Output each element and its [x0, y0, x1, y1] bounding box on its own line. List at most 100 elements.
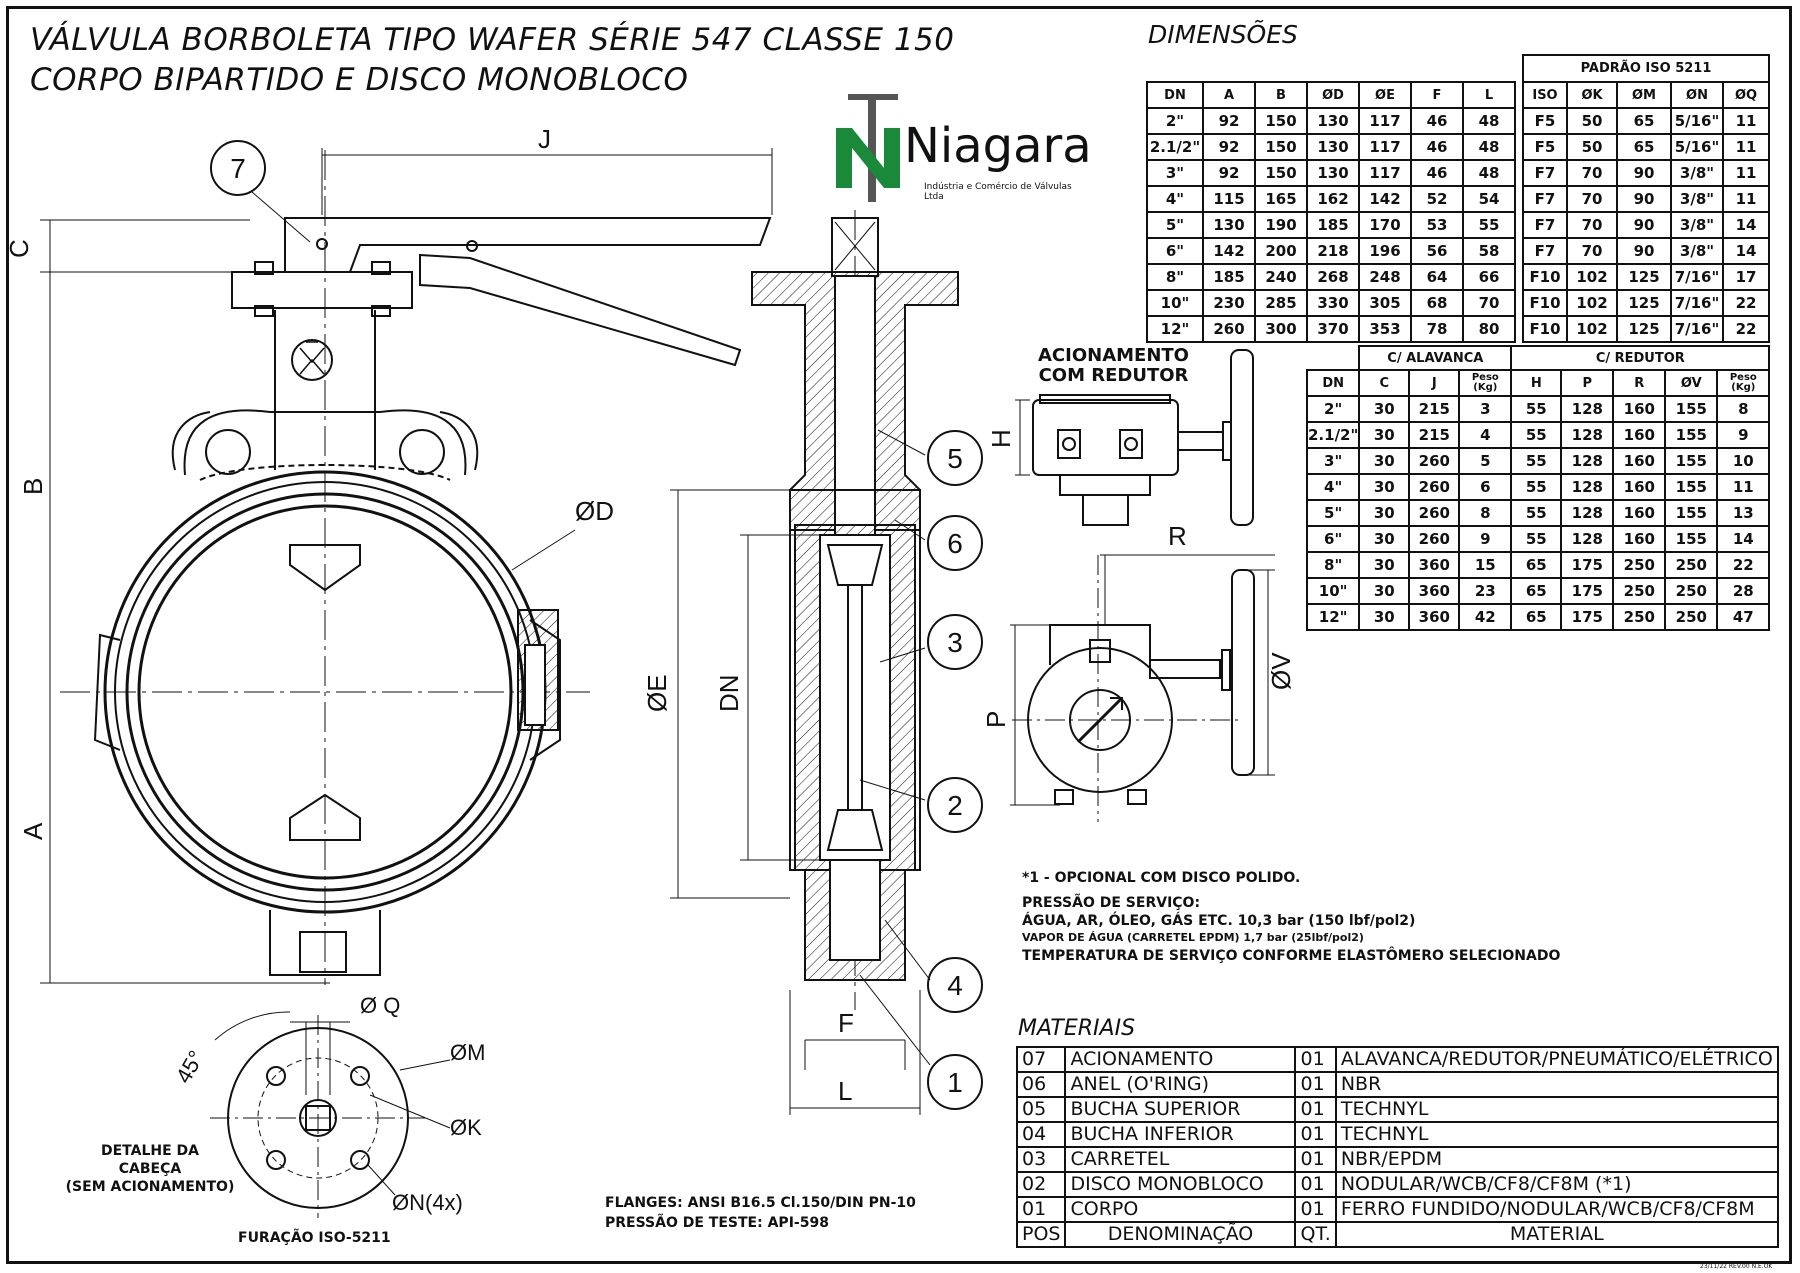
- actuation-cell: 128: [1560, 525, 1615, 553]
- materials-cell: 03: [1015, 1146, 1067, 1173]
- materials-cell: ALAVANCA/REDUTOR/PNEUMÁTICO/ELÉTRICO: [1334, 1046, 1779, 1073]
- actuation-cell: 55: [1510, 421, 1563, 449]
- dimensions-cell: 200: [1254, 237, 1308, 265]
- test-pressure-note: PRESSÃO DE TESTE: API-598: [605, 1215, 829, 1231]
- dimensions-cell: 22: [1722, 289, 1770, 317]
- dimensions-cell: 90: [1616, 159, 1672, 187]
- actuation-cell: 6": [1305, 525, 1361, 553]
- dimensions-cell: 130: [1306, 159, 1360, 187]
- actuation-cell: 30: [1358, 603, 1411, 631]
- actuation-cell: 160: [1612, 525, 1667, 553]
- dimensions-cell: 7/16": [1670, 263, 1724, 291]
- actuation-cell: 155: [1664, 421, 1719, 449]
- materials-cell: 01: [1294, 1146, 1337, 1173]
- actuation-cell: 9: [1458, 525, 1513, 553]
- dimensions-cell: F7: [1522, 211, 1568, 239]
- actuation-cell: 360: [1408, 577, 1461, 605]
- balloon-4: 4: [947, 970, 963, 1001]
- dimensions-cell: F5: [1522, 133, 1568, 161]
- dimensions-cell: 65: [1616, 107, 1672, 135]
- dimensions-cell: 70: [1566, 159, 1618, 187]
- dimensions-cell: 150: [1254, 159, 1308, 187]
- actuation-cell: 4: [1458, 421, 1513, 449]
- dimensions-cell: 14: [1722, 237, 1770, 265]
- materials-footer-cell: DENOMINAÇÃO: [1064, 1221, 1297, 1248]
- actuation-cell: 250: [1612, 577, 1667, 605]
- dimensions-cell: 52: [1410, 185, 1464, 213]
- balloon-6: 6: [947, 528, 963, 559]
- materials-cell: 01: [1294, 1071, 1337, 1098]
- actuation-cell: 55: [1510, 447, 1563, 475]
- dimensions-header-cell: L: [1462, 81, 1516, 109]
- balloon-1: 1: [947, 1067, 963, 1098]
- dimensions-cell: F7: [1522, 185, 1568, 213]
- materials-cell: 01: [1294, 1121, 1337, 1148]
- dimensions-cell: 7/16": [1670, 315, 1724, 343]
- dimensions-header-cell: ØM: [1616, 81, 1672, 109]
- materials-footer-cell: POS: [1015, 1221, 1067, 1248]
- dim-label-r: R: [1168, 521, 1187, 551]
- actuation-cell: 55: [1510, 473, 1563, 501]
- dimensions-cell: 8": [1146, 263, 1204, 291]
- dimensions-cell: 5/16": [1670, 133, 1724, 161]
- note-pressure-steam: VAPOR DE ÁGUA (CARRETEL EPDM) 1,7 bar (2…: [1022, 931, 1364, 944]
- dimensions-cell: 46: [1410, 107, 1464, 135]
- dimensions-cell: 11: [1722, 133, 1770, 161]
- gear-actuator-label: ACIONAMENTO COM REDUTOR: [1038, 346, 1189, 386]
- materials-cell: DISCO MONOBLOCO: [1064, 1171, 1297, 1198]
- dimensions-cell: 50: [1566, 107, 1618, 135]
- dimensions-cell: 6": [1146, 237, 1204, 265]
- dimensions-cell: 150: [1254, 107, 1308, 135]
- dimensions-cell: 125: [1616, 263, 1672, 291]
- actuation-cell: 160: [1612, 499, 1667, 527]
- actuation-cell: 13: [1716, 499, 1771, 527]
- dimensions-cell: 190: [1254, 211, 1308, 239]
- dimensions-cell: 125: [1616, 315, 1672, 343]
- actuation-cell: 4": [1305, 473, 1361, 501]
- actuation-cell: 260: [1408, 447, 1461, 475]
- dimensions-cell: F5: [1522, 107, 1568, 135]
- dimensions-cell: 70: [1566, 185, 1618, 213]
- actuation-cell: 175: [1560, 551, 1615, 579]
- actuation-cell: 215: [1408, 395, 1461, 423]
- dimensions-cell: 125: [1616, 289, 1672, 317]
- materials-cell: 01: [1294, 1171, 1337, 1198]
- actuation-cell: 10: [1716, 447, 1771, 475]
- dimensions-cell: 130: [1306, 107, 1360, 135]
- materials-cell: FERRO FUNDIDO/NODULAR/WCB/CF8/CF8M: [1334, 1196, 1779, 1223]
- dimensions-cell: 230: [1202, 289, 1256, 317]
- materials-cell: BUCHA INFERIOR: [1064, 1121, 1297, 1148]
- dimensions-cell: 17: [1722, 263, 1770, 291]
- actuation-cell: 128: [1560, 395, 1615, 423]
- dimensions-cell: 64: [1410, 263, 1464, 291]
- actuation-cell: 128: [1560, 473, 1615, 501]
- actuation-header-cell: H: [1510, 369, 1563, 397]
- dimensions-cell: 142: [1358, 185, 1412, 213]
- actuation-cell: 28: [1716, 577, 1771, 605]
- head-detail-label: DETALHE DA CABEÇA (SEM ACIONAMENTO): [60, 1142, 240, 1196]
- actuation-cell: 250: [1664, 577, 1719, 605]
- dimensions-header-cell: F: [1410, 81, 1464, 109]
- dimensions-cell: 92: [1202, 159, 1256, 187]
- actuation-cell: 10": [1305, 577, 1361, 605]
- materials-footer-cell: QT.: [1294, 1221, 1337, 1248]
- actuation-cell: 5": [1305, 499, 1361, 527]
- dimensions-cell: 3/8": [1670, 159, 1724, 187]
- gear-actuator-front-view: [1010, 554, 1275, 822]
- dimensions-cell: 150: [1254, 133, 1308, 161]
- balloon-5: 5: [947, 443, 963, 474]
- head-detail-view: [210, 1011, 451, 1218]
- dim-label-l: L: [838, 1076, 852, 1106]
- actuation-cell: 250: [1664, 551, 1719, 579]
- dim-label-h: H: [986, 429, 1016, 448]
- materials-cell: CORPO: [1064, 1196, 1297, 1223]
- dim-label-dn: DN: [714, 674, 744, 712]
